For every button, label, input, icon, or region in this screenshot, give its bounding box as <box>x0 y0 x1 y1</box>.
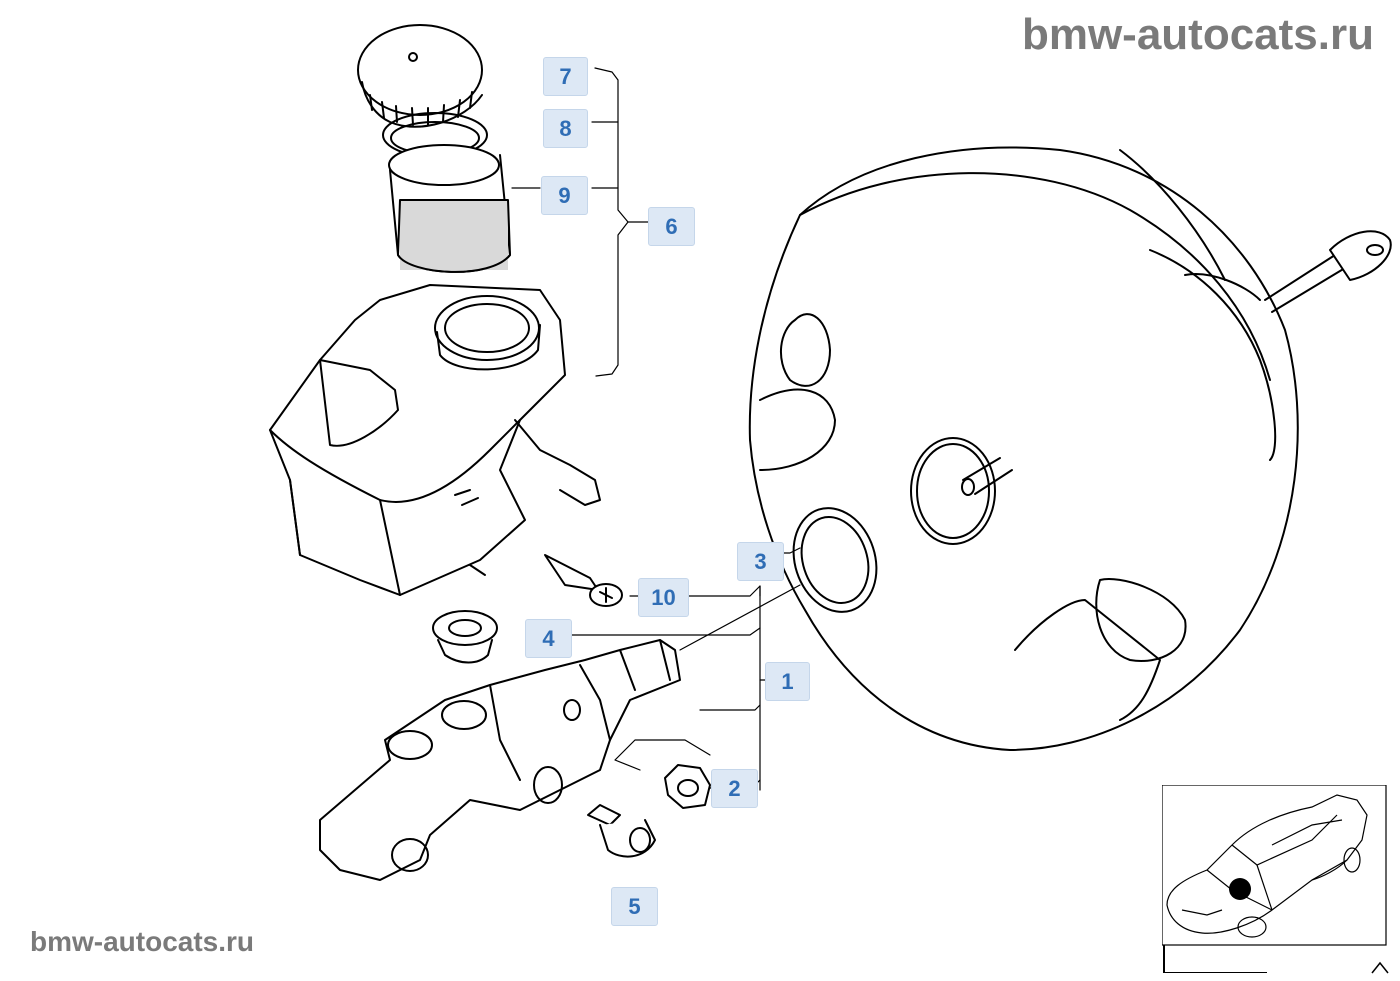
seal-ring-drawing <box>792 507 878 613</box>
car-location-thumbnail-icon <box>1162 785 1387 973</box>
watermark-bottom: bmw-autocats.ru <box>30 926 255 957</box>
callout-8[interactable]: 8 <box>543 109 588 148</box>
reservoir-tank-drawing <box>269 284 601 596</box>
callout-1[interactable]: 1 <box>765 662 810 701</box>
leader-lines <box>511 67 801 791</box>
screw-drawing <box>544 554 623 607</box>
callout-3[interactable]: 3 <box>737 542 784 581</box>
master-cylinder-drawing <box>319 639 681 881</box>
watermark-top: bmw-autocats.ru <box>1021 10 1374 59</box>
callout-5[interactable]: 5 <box>611 887 658 926</box>
brake-booster-drawing <box>748 146 1392 751</box>
triangle-icon <box>1371 961 1389 974</box>
plug-drawing <box>432 610 498 664</box>
callout-10[interactable]: 10 <box>638 578 689 617</box>
callout-9[interactable]: 9 <box>541 176 588 215</box>
adapter-drawing <box>587 804 656 858</box>
callout-4[interactable]: 4 <box>525 619 572 658</box>
nut-drawing <box>664 764 711 809</box>
reservoir-cap-drawing <box>357 24 511 273</box>
callout-2[interactable]: 2 <box>711 769 758 808</box>
callout-6[interactable]: 6 <box>648 207 695 246</box>
callout-7[interactable]: 7 <box>543 57 588 96</box>
